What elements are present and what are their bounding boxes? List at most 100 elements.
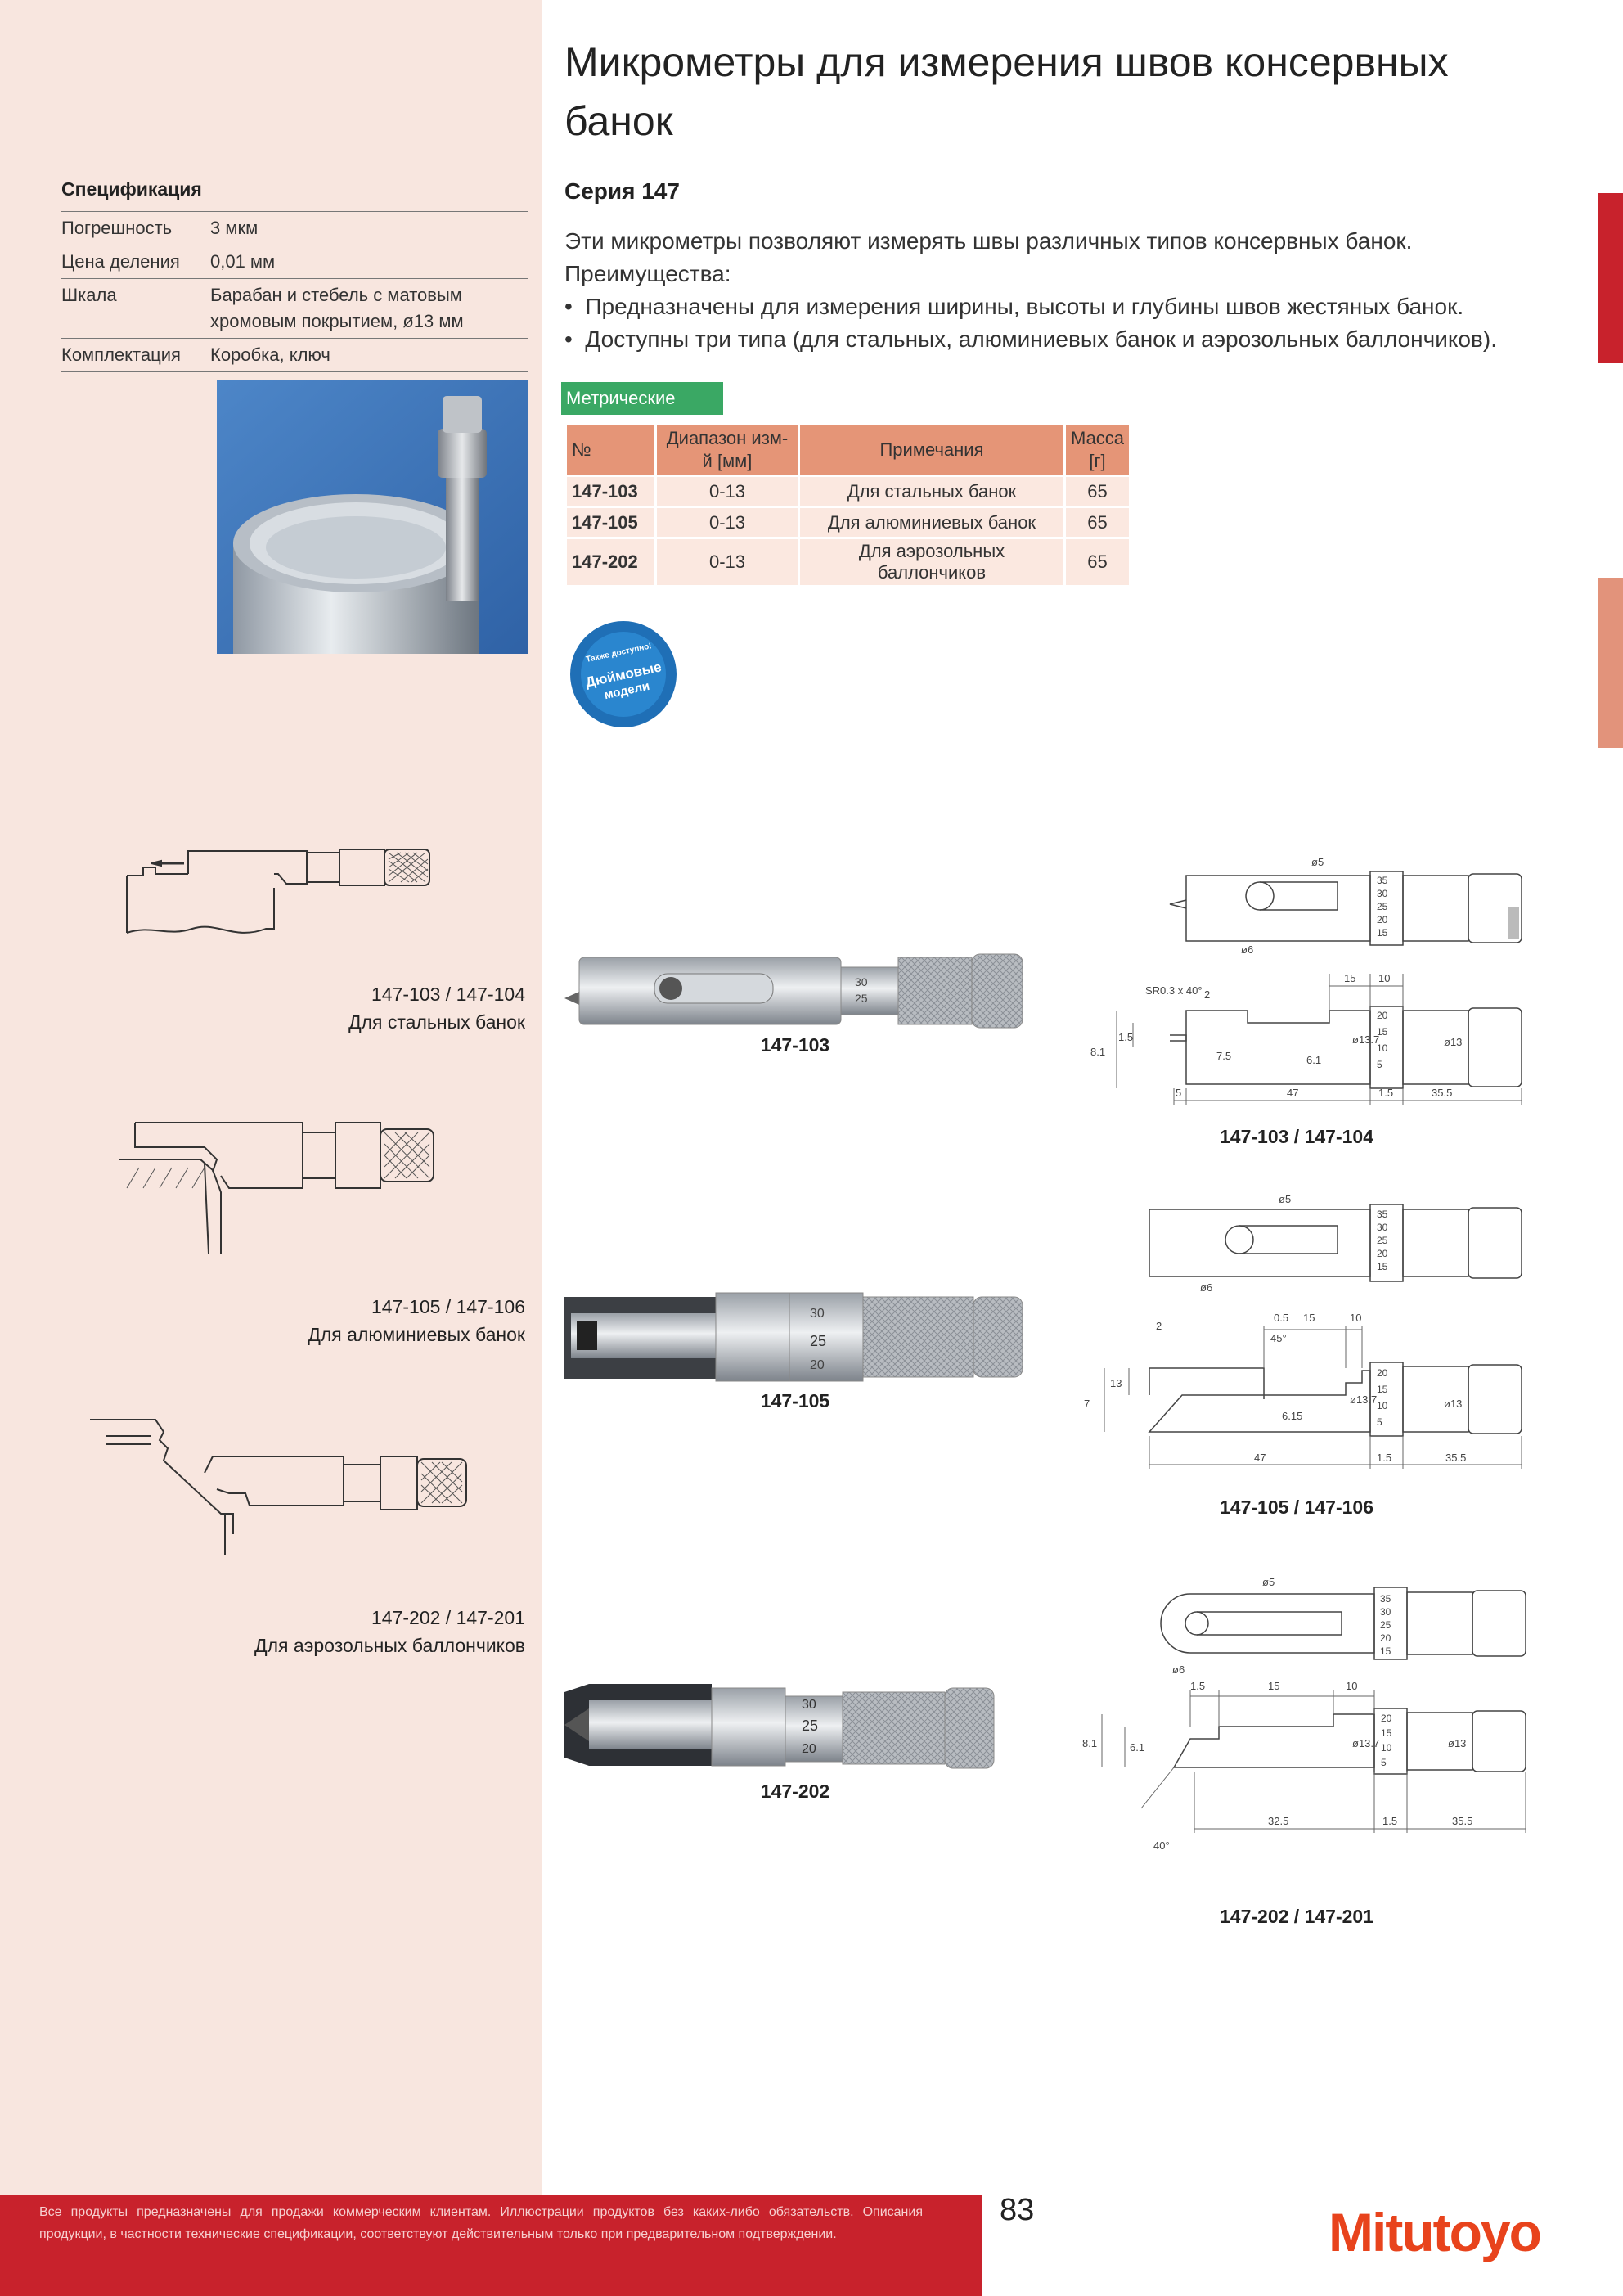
steel-caption: 147-103 / 147-104 Для стальных банок	[348, 984, 525, 1033]
svg-text:20: 20	[1377, 1248, 1388, 1259]
svg-text:20: 20	[1377, 1010, 1388, 1021]
scale-label: 20	[802, 1742, 816, 1756]
scale-label: 30	[810, 1307, 825, 1321]
tech-drawing-147-105: 35 30 25 20 15 ø5 ø6 0.5 15 10 2 45° 7 1…	[1084, 1193, 1522, 1469]
svg-text:5: 5	[1377, 1059, 1382, 1070]
table-row: 147-202 0-13 Для аэрозольных баллончиков…	[567, 539, 1130, 585]
aluminium-caption: 147-105 / 147-106 Для алюминиевых банок	[308, 1296, 525, 1345]
svg-text:6.15: 6.15	[1282, 1410, 1302, 1422]
svg-text:35: 35	[1377, 1209, 1388, 1220]
svg-text:6.1: 6.1	[1130, 1741, 1144, 1754]
drawing-caption: 147-103 / 147-104	[1220, 1126, 1373, 1147]
footer-bar	[0, 2195, 982, 2296]
product-photo	[217, 380, 528, 654]
svg-text:15: 15	[1381, 1727, 1392, 1739]
page-title: Микрометры для измерения швов консервных…	[564, 33, 1546, 151]
drawing-caption: 147-202 / 147-201	[1220, 1906, 1373, 1927]
svg-text:ø6: ø6	[1200, 1281, 1212, 1294]
scale-label: 25	[810, 1333, 826, 1349]
svg-text:ø13: ø13	[1444, 1398, 1462, 1410]
svg-text:25: 25	[1377, 1235, 1388, 1246]
tech-drawing-147-202: 35 30 25 20 15 ø5 ø6 1.5 15 10 8.1 6.1 ø…	[1082, 1576, 1526, 1852]
svg-text:10: 10	[1378, 972, 1390, 984]
scale-label: 30	[802, 1698, 816, 1712]
svg-text:30: 30	[1380, 1606, 1391, 1618]
svg-text:40°: 40°	[1153, 1839, 1170, 1852]
photo-147-202: 30 25 20	[564, 1684, 995, 1769]
svg-text:5: 5	[1176, 1087, 1181, 1099]
svg-text:15: 15	[1377, 1026, 1388, 1038]
inch-models-badge: Также доступно! Дюймовые модели	[564, 615, 683, 734]
svg-text:45°: 45°	[1270, 1332, 1287, 1344]
section-tab-marker-light	[1598, 578, 1623, 748]
svg-text:SR0.3 x 40°: SR0.3 x 40°	[1145, 984, 1203, 997]
scale-label: 20	[810, 1358, 825, 1372]
advantages-heading: Преимущества:	[564, 261, 731, 286]
svg-text:13: 13	[1110, 1377, 1122, 1389]
scale-label: 25	[802, 1717, 818, 1734]
product-table: № Диапазон изм-й [мм] Примечания Масса […	[564, 423, 1131, 588]
svg-text:20: 20	[1380, 1632, 1391, 1644]
svg-text:ø13: ø13	[1448, 1737, 1466, 1749]
aluminium-can-application-drawing	[119, 1122, 434, 1254]
svg-text:35.5: 35.5	[1432, 1087, 1452, 1099]
svg-text:15: 15	[1268, 1680, 1279, 1692]
metric-tag: Метрические	[561, 382, 723, 415]
scale-label: 30	[855, 975, 868, 988]
intro-line: Эти микрометры позволяют измерять швы ра…	[564, 228, 1413, 254]
svg-text:8.1: 8.1	[1082, 1737, 1097, 1749]
svg-text:ø13.7: ø13.7	[1350, 1393, 1377, 1406]
svg-text:1.5: 1.5	[1378, 1087, 1393, 1099]
svg-text:47: 47	[1254, 1452, 1266, 1464]
photo-caption: 147-103	[760, 1034, 830, 1056]
photo-147-103: 30 25	[564, 953, 1023, 1029]
svg-text:7.5: 7.5	[1216, 1050, 1231, 1062]
svg-text:8.1: 8.1	[1090, 1046, 1105, 1058]
svg-text:ø6: ø6	[1172, 1663, 1185, 1676]
drawing-caption: 147-105 / 147-106	[1220, 1497, 1373, 1518]
photo-147-105: 30 25 20	[564, 1292, 1023, 1382]
svg-text:ø13.7: ø13.7	[1352, 1737, 1379, 1749]
svg-text:ø13: ø13	[1444, 1036, 1462, 1048]
svg-text:15: 15	[1377, 1384, 1388, 1395]
page-number: 83	[1000, 2193, 1035, 2227]
svg-text:Mitutoyo: Mitutoyo	[1329, 2202, 1540, 2262]
svg-text:5: 5	[1377, 1416, 1382, 1428]
bullet-item: • Доступны три типа (для стальных, алюми…	[564, 326, 1497, 352]
bullet-item: • Предназначены для измерения ширины, вы…	[564, 294, 1464, 319]
svg-text:35: 35	[1380, 1593, 1391, 1605]
svg-text:1.5: 1.5	[1118, 1031, 1133, 1043]
svg-text:25: 25	[1380, 1619, 1391, 1631]
svg-text:10: 10	[1377, 1042, 1388, 1054]
svg-text:1.5: 1.5	[1190, 1680, 1205, 1692]
footer-disclaimer: Все продукты предназначены для продажи к…	[39, 2205, 923, 2241]
aerosol-caption: 147-202 / 147-201 Для аэрозольных баллон…	[254, 1607, 525, 1656]
svg-text:7: 7	[1084, 1398, 1090, 1410]
svg-text:15: 15	[1380, 1645, 1391, 1657]
spec-title: Спецификация	[61, 178, 202, 200]
svg-text:20: 20	[1377, 1367, 1388, 1379]
svg-text:2: 2	[1204, 988, 1210, 1001]
table-header-row: № Диапазон изм-й [мм] Примечания Масса […	[567, 425, 1130, 475]
svg-text:35.5: 35.5	[1452, 1815, 1472, 1827]
svg-text:ø13.7: ø13.7	[1352, 1033, 1379, 1046]
svg-text:6.1: 6.1	[1306, 1054, 1321, 1066]
intro-text: Эти микрометры позволяют измерять швы ра…	[564, 225, 1546, 356]
svg-text:15: 15	[1344, 972, 1355, 984]
svg-text:2: 2	[1156, 1320, 1162, 1332]
svg-text:30: 30	[1377, 888, 1388, 899]
section-tab-marker	[1598, 193, 1623, 363]
svg-text:ø5: ø5	[1311, 856, 1324, 868]
photo-caption: 147-105	[760, 1390, 830, 1411]
tech-drawing-147-103: 35 30 25 20 15 ø5 ø6 SR0.3 x 40° 2 15 10…	[1090, 856, 1522, 1105]
svg-text:15: 15	[1377, 1261, 1388, 1272]
svg-text:20: 20	[1377, 914, 1388, 925]
svg-text:15: 15	[1303, 1312, 1315, 1324]
svg-text:10: 10	[1346, 1680, 1357, 1692]
svg-text:25: 25	[1377, 901, 1388, 912]
svg-text:1.5: 1.5	[1382, 1815, 1397, 1827]
